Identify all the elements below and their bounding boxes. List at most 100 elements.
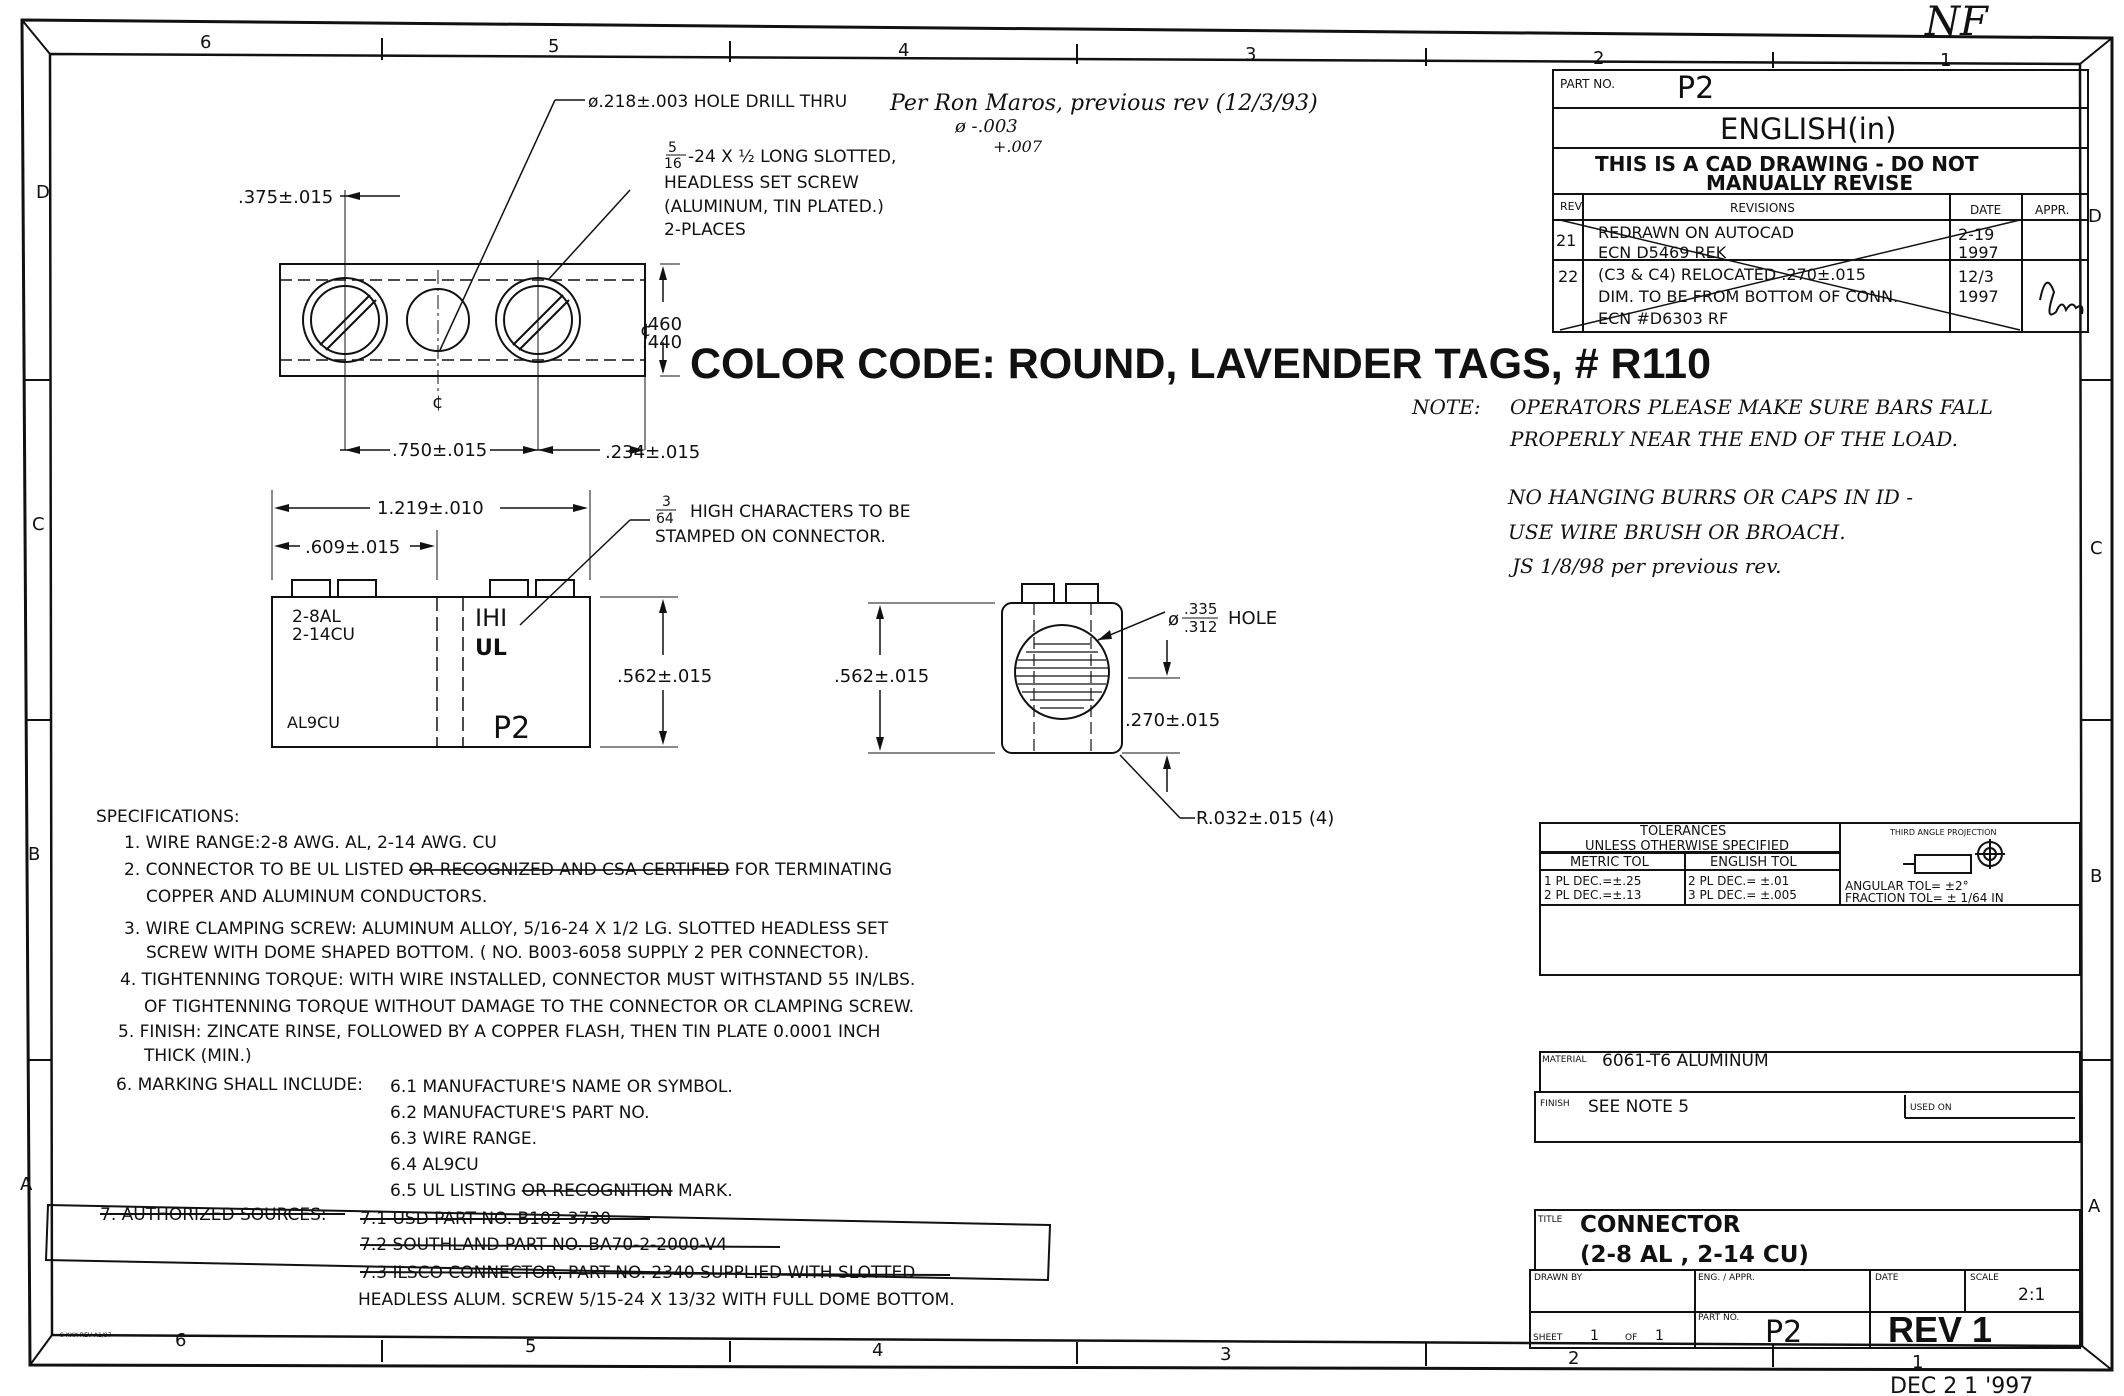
- metric-tol-1: 1 PL DEC.=±.25: [1544, 874, 1641, 888]
- spec-5-cont: THICK (MIN.): [143, 1046, 252, 1066]
- centerline-symbol: ¢: [640, 320, 651, 341]
- svg-text:6: 6: [175, 1330, 186, 1351]
- screw-note-2: HEADLESS SET SCREW: [664, 173, 859, 193]
- revision-block: PART NO. P2 ENGLISH(in) THIS IS A CAD DR…: [1552, 69, 2089, 333]
- note-line-2: PROPERLY NEAR THE END OF THE LOAD.: [1509, 427, 1958, 451]
- hole-drill-note: ø.218±.003 HOLE DRILL THRU: [588, 92, 847, 112]
- part-no-value: P2: [1677, 71, 1714, 106]
- front-view: 1.219±.010 .609±.015 3 64 HIGH CHARACTER…: [271, 490, 910, 748]
- svg-text:1997: 1997: [1958, 243, 1999, 262]
- hole-handwritten-note: Per Ron Maros, previous rev (12/3/93): [889, 91, 1318, 116]
- screw-note-1: -24 X ½ LONG SLOTTED,: [688, 147, 896, 167]
- centerline-symbol-bottom: ¢: [432, 392, 443, 413]
- approval-signature: [2039, 281, 2084, 316]
- dim-440: .440: [642, 332, 682, 353]
- svg-text:5: 5: [525, 1336, 536, 1357]
- radius-callout: R.032±.015 (4): [1196, 808, 1334, 829]
- fraction-tol: FRACTION TOL= ± 1/64 IN: [1845, 891, 2004, 905]
- spec-7: 7. AUTHORIZED SOURCES:: [100, 1205, 327, 1225]
- mark-ihi-logo: IHI: [475, 604, 507, 632]
- hole-prefix: ø: [1168, 609, 1179, 630]
- screw-fraction-den: 16: [664, 156, 682, 172]
- dim-375: .375±.015: [238, 187, 333, 208]
- revision-row-21: 21 REDRAWN ON AUTOCAD ECN D5469 REK 2-19…: [1556, 223, 1999, 262]
- part-no-value-2: P2: [1765, 1315, 1802, 1350]
- finish-value: SEE NOTE 5: [1588, 1097, 1689, 1117]
- svg-text:12/3: 12/3: [1958, 267, 1994, 286]
- material-value: 6061-T6 ALUMINUM: [1602, 1051, 1769, 1071]
- spec-4-cont: OF TIGHTENNING TORQUE WITHOUT DAMAGE TO …: [144, 997, 914, 1017]
- note-label: NOTE:: [1411, 395, 1481, 419]
- mark-part-number: P2: [493, 711, 530, 746]
- svg-text:DIM. TO BE FROM BOTTOM OF CONN: DIM. TO BE FROM BOTTOM OF CONN.: [1598, 287, 1898, 306]
- mark-ul-logo: UL: [475, 636, 507, 661]
- screw-note-4: 2-PLACES: [664, 220, 746, 240]
- spec-2: 2. CONNECTOR TO BE UL LISTED OR RECOGNIZ…: [124, 860, 892, 880]
- svg-text:D: D: [2088, 206, 2102, 227]
- date-stamp: DEC 2 1 '997: [1890, 1374, 2033, 1396]
- part-no-label: PART NO.: [1560, 77, 1615, 91]
- spec-7-2: 7.2 SOUTHLAND PART NO. BA70-2-2000-V4: [360, 1235, 727, 1255]
- note-line-4: USE WIRE BRUSH OR BROACH.: [1508, 520, 1846, 544]
- svg-text:C: C: [32, 514, 45, 535]
- mark-wire-range-cu: 2-14CU: [292, 625, 355, 645]
- of-label: OF: [1625, 1333, 1637, 1343]
- english-tol-header: ENGLISH TOL: [1710, 855, 1797, 870]
- note-line-1: OPERATORS PLEASE MAKE SURE BARS FALL: [1510, 395, 1993, 419]
- spec-6-4: 6.4 AL9CU: [390, 1155, 479, 1175]
- screw-note-3: (ALUMINUM, TIN PLATED.): [664, 197, 884, 217]
- screw-fraction-num: 5: [668, 140, 677, 156]
- dim-1219: 1.219±.010: [377, 498, 484, 519]
- dim-270: .270±.015: [1125, 710, 1220, 731]
- svg-text:2-19: 2-19: [1958, 225, 1994, 244]
- note-line-3: NO HANGING BURRS OR CAPS IN ID -: [1507, 485, 1913, 509]
- spec-6-2: 6.2 MANUFACTURE'S PART NO.: [390, 1103, 650, 1123]
- eng-appr-label: ENG. / APPR.: [1698, 1273, 1755, 1283]
- scale-value: 2:1: [2018, 1285, 2045, 1305]
- hole-handwritten-tol-2: +.007: [993, 137, 1043, 156]
- material-label: MATERIAL: [1542, 1055, 1587, 1065]
- dim-562-side: .562±.015: [834, 666, 929, 687]
- sheet-label: SHEET: [1533, 1333, 1563, 1343]
- svg-text:3: 3: [1245, 44, 1256, 65]
- operator-note: NOTE: OPERATORS PLEASE MAKE SURE BARS FA…: [1411, 395, 1993, 578]
- mark-wire-range-al: 2-8AL: [292, 607, 341, 627]
- spec-1: 1. WIRE RANGE:2-8 AWG. AL, 2-14 AWG. CU: [124, 833, 497, 853]
- drawing-subtitle: (2-8 AL , 2-14 CU): [1580, 1242, 1809, 1268]
- spec-6-3: 6.3 WIRE RANGE.: [390, 1129, 537, 1149]
- svg-text:B: B: [2090, 866, 2102, 887]
- rev-header: REV: [1560, 200, 1583, 213]
- char-note-1: HIGH CHARACTERS TO BE: [690, 502, 910, 522]
- drawing-title: CONNECTOR: [1580, 1212, 1741, 1238]
- finish-label: FINISH: [1540, 1099, 1570, 1109]
- spec-6-5: 6.5 UL LISTING OR RECOGNITION MARK.: [390, 1181, 733, 1201]
- svg-text:22: 22: [1558, 267, 1578, 286]
- used-on-label: USED ON: [1910, 1103, 1952, 1113]
- spec-3-cont: SCREW WITH DOME SHAPED BOTTOM. ( NO. B00…: [146, 943, 869, 963]
- form-id: S-XXX REV A1/97: [60, 1332, 112, 1339]
- hole-handwritten-tol: ø -.003: [954, 116, 1018, 137]
- spec-7-3-cont: HEADLESS ALUM. SCREW 5/15-24 X 13/32 WIT…: [358, 1290, 955, 1310]
- dim-234: .234±.015: [605, 442, 700, 463]
- svg-text:4: 4: [898, 40, 909, 61]
- svg-text:B: B: [28, 844, 40, 865]
- char-fraction-num: 3: [662, 494, 671, 510]
- specifications: SPECIFICATIONS: 1. WIRE RANGE:2-8 AWG. A…: [44, 807, 1052, 1310]
- drawn-by-label: DRAWN BY: [1534, 1273, 1583, 1283]
- hole-min: .312: [1184, 618, 1217, 636]
- svg-text:4: 4: [872, 1340, 883, 1361]
- spec-2-cont: COPPER AND ALUMINUM CONDUCTORS.: [146, 887, 487, 907]
- metric-tol-2: 2 PL DEC.=±.13: [1544, 888, 1641, 902]
- svg-text:ECN D5469 REK: ECN D5469 REK: [1598, 243, 1727, 262]
- units-label: ENGLISH(in): [1720, 112, 1896, 146]
- cad-warning-2: MANUALLY REVISE: [1706, 171, 1913, 195]
- svg-text:A: A: [2088, 1196, 2101, 1217]
- date-header: DATE: [1970, 203, 2001, 217]
- dim-460-main: .460: [642, 314, 682, 335]
- svg-text:D: D: [36, 182, 50, 203]
- appr-header: APPR.: [2035, 203, 2069, 217]
- angular-tol: ANGULAR TOL= ±2°: [1845, 879, 1969, 893]
- part-no-label-2: PART NO.: [1698, 1313, 1739, 1323]
- svg-text:2: 2: [1593, 48, 1604, 69]
- spec-4: 4. TIGHTENNING TORQUE: WITH WIRE INSTALL…: [120, 970, 915, 990]
